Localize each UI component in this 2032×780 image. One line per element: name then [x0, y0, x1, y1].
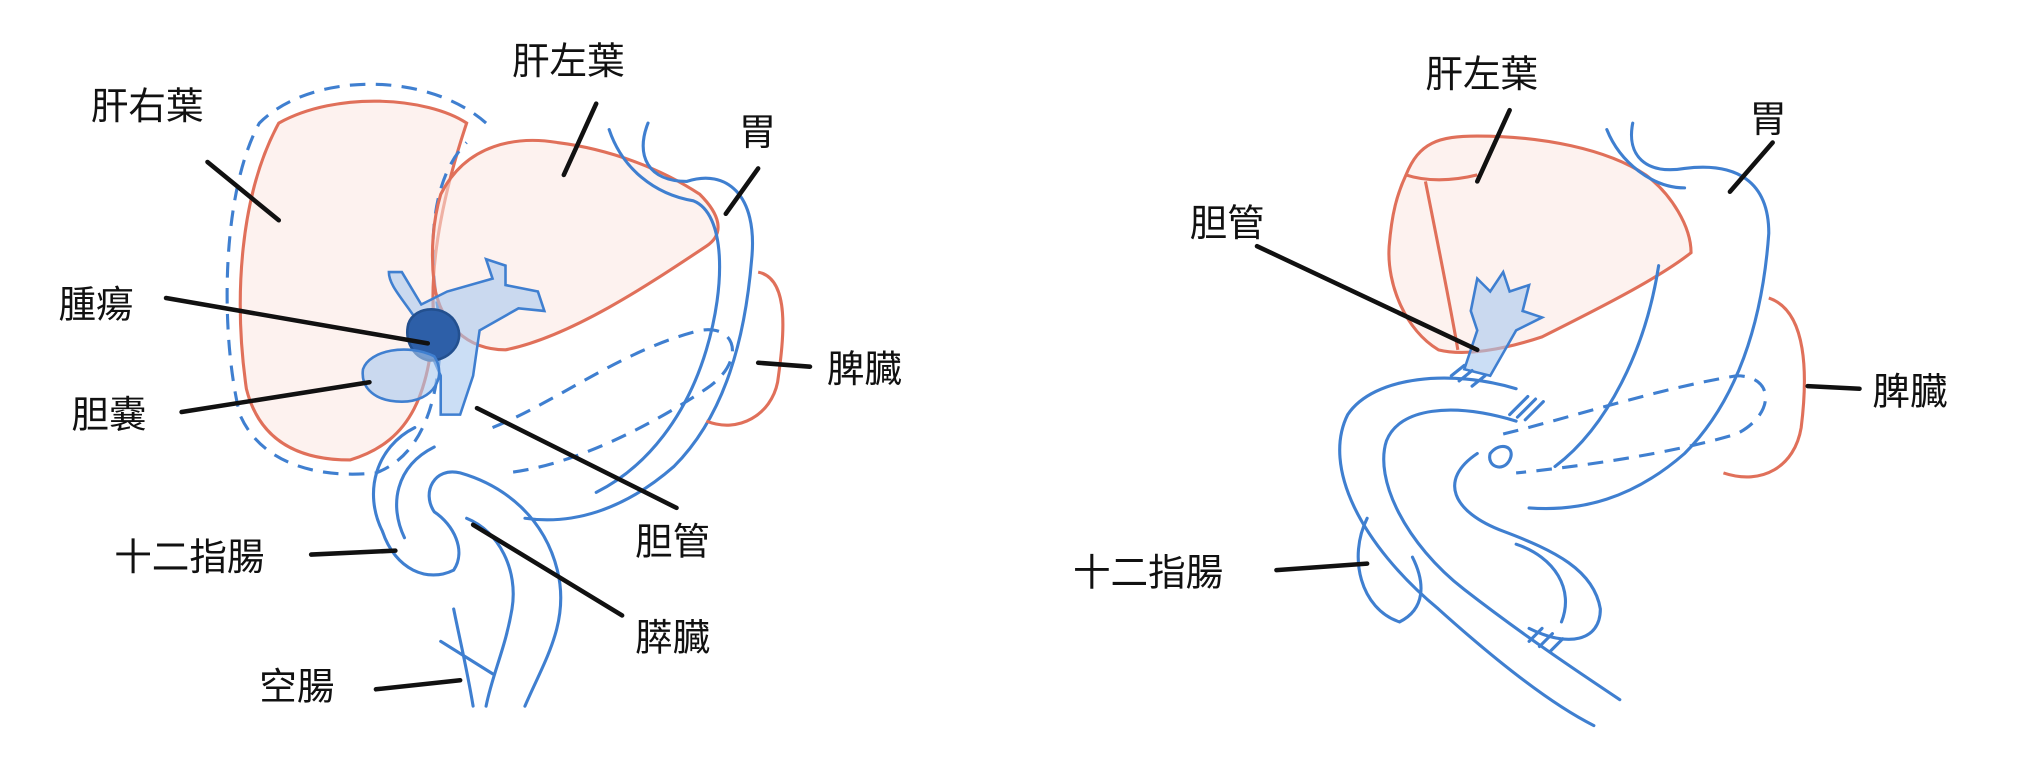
label-duodenum-post: 十二指腸 [1073, 551, 1223, 595]
liver-cut-surface [1405, 173, 1478, 351]
spleen [1722, 296, 1806, 479]
jejunal-loop [1453, 451, 1602, 641]
preop-illustration [225, 82, 785, 708]
postop-labels: 肝左葉 胃 胆管 脾臓 十二指腸 [1073, 52, 1948, 595]
pancreas [1502, 374, 1768, 475]
label-spleen: 脾臓 [827, 347, 902, 391]
label-left-liver-lobe: 肝左葉 [512, 39, 625, 83]
stomach [523, 121, 755, 522]
label-left-liver-lobe-post: 肝左葉 [1425, 52, 1538, 96]
duodenum [1356, 516, 1567, 624]
preop-leader-lines [163, 101, 813, 692]
label-bile-duct-post: 胆管 [1190, 201, 1265, 245]
label-duodenum: 十二指腸 [114, 535, 264, 579]
preop-labels: 肝右葉 肝左葉 胃 腫瘍 胆嚢 脾臓 胆管 十二指腸 膵臓 空腸 [58, 39, 901, 709]
label-pancreas: 膵臓 [635, 615, 710, 659]
bile-duct [1462, 269, 1546, 378]
bile-duct-tree [387, 257, 547, 416]
duodenum [371, 426, 563, 708]
label-spleen-post: 脾臓 [1872, 369, 1947, 413]
label-stomach: 胃 [739, 110, 777, 154]
pancreas [491, 328, 734, 475]
stomach-inner [1553, 128, 1687, 468]
gallbladder [361, 348, 441, 403]
postop-leader-lines [1254, 107, 1862, 573]
postop-illustration [1338, 121, 1806, 728]
remnant-left-liver-lobe [1387, 134, 1693, 354]
tumor [406, 308, 461, 362]
label-jejunum: 空腸 [259, 665, 334, 709]
spleen [705, 270, 785, 427]
label-stomach-post: 胃 [1749, 97, 1787, 141]
label-right-liver-lobe: 肝右葉 [91, 84, 204, 128]
stomach-inner [594, 128, 722, 494]
stomach [1527, 121, 1771, 511]
label-tumor: 腫瘍 [58, 282, 133, 326]
anastomosis-sutures [1449, 363, 1565, 654]
jejunum [439, 607, 495, 708]
duodenum-inner [395, 445, 515, 708]
jejunal-limb [1338, 376, 1622, 728]
label-gallbladder: 胆嚢 [71, 393, 146, 437]
label-bile-duct: 胆管 [635, 520, 710, 564]
